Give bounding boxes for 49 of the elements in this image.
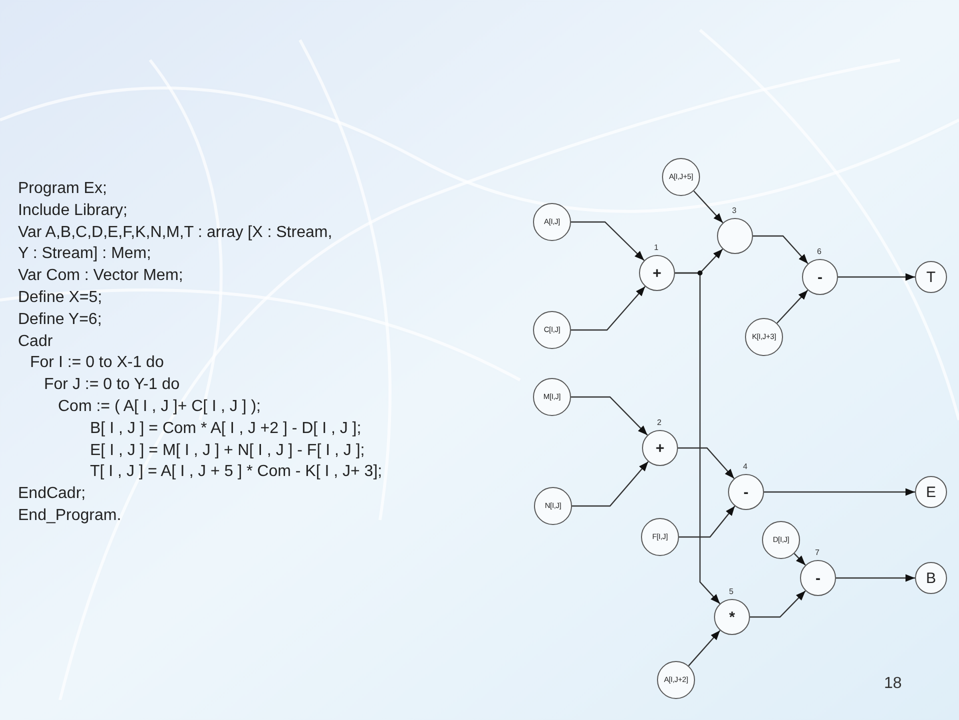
node-label: E [926,484,936,500]
arrow [678,447,735,479]
arrow [750,590,806,618]
arrow [693,190,724,224]
node-label: T [926,270,936,284]
code-line: Var Com : Vector Mem; [18,266,184,286]
code-line: End_Program. [18,506,122,526]
node-label: - [816,570,820,586]
code-line: Y : Stream] : Mem; [18,244,152,264]
code-line: Define Y=6; [18,310,102,330]
arrow [688,630,720,666]
arrow [836,574,915,582]
arrow [571,396,648,436]
arrow [675,272,720,604]
node-label: B [926,570,936,586]
node-label: - [744,484,748,500]
node-number: 6 [817,248,822,256]
node-number: 3 [732,207,736,215]
code-line: For J := 0 to Y-1 do [44,375,180,396]
code-line: E[ I , J ] = M[ I , J ] + N[ I , J ] - F[ I , J ]; [90,440,365,461]
node-label: - [818,270,822,284]
page-number: 18 [884,674,902,694]
node-number: 4 [743,463,748,471]
node-number: 7 [815,549,820,557]
arrow [572,461,649,507]
code-line: Com := ( A[ I , J ]+ C[ I , J ] ); [58,396,261,417]
code-line: For I := 0 to X-1 do [30,353,164,374]
arrow [571,221,645,261]
arrow [838,273,915,281]
node-number: 5 [729,588,734,596]
node-number: 2 [657,419,662,427]
arrow [753,235,808,264]
code-line: Define X=5; [18,288,102,308]
code-line: Var A,B,C,D,E,F,K,N,M,T : array [X : Stream, [18,222,332,243]
arrow [679,506,736,538]
node-label: * [729,610,735,624]
arrow [794,553,806,566]
code-line: Program Ex; [18,179,107,199]
code-line: T[ I , J ] = A[ I , J + 5 ] * Com - K[ I , J+ 3]; [90,462,382,482]
code-line: EndCadr; [18,484,86,504]
arrow [571,286,646,331]
code-line: B[ I , J ] = Com * A[ I , J +2 ] - D[ I , J ]; [90,418,362,439]
node-number: 1 [654,244,658,252]
code-line: Cadr [18,332,53,352]
code-line: Include Library; [18,200,128,221]
node-label: + [652,266,662,280]
node-label: + [656,440,664,456]
arrow [764,488,915,496]
arrow [776,290,808,324]
